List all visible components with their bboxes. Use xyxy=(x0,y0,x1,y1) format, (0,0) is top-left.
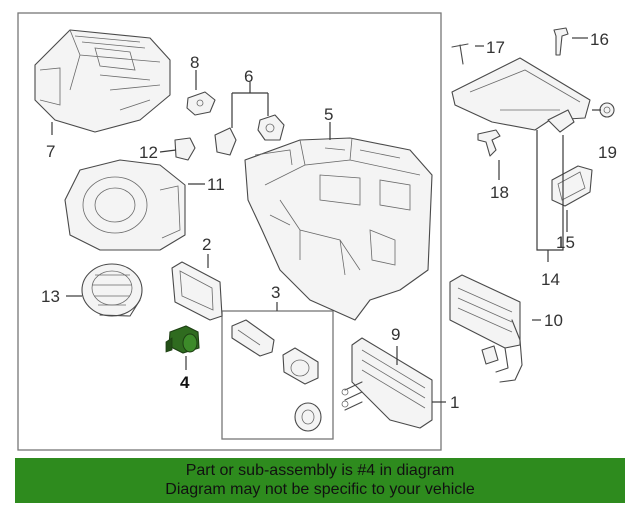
part-13-blower-motor xyxy=(81,263,143,317)
part-5-hvac-case xyxy=(244,137,433,321)
callout-5: 5 xyxy=(324,105,333,124)
part-9-heater-core xyxy=(341,337,433,429)
callout-11: 11 xyxy=(207,175,225,194)
part-12-sensor xyxy=(174,137,196,161)
callout-2: 2 xyxy=(202,235,211,254)
callout-15: 15 xyxy=(556,233,575,252)
callout-10: 10 xyxy=(544,311,563,330)
assembly-frame xyxy=(17,12,442,451)
callout-6: 6 xyxy=(244,67,253,86)
banner-line-2: Diagram may not be specific to your vehi… xyxy=(165,481,475,498)
callout-7: 7 xyxy=(46,142,55,161)
callout-18: 18 xyxy=(490,183,509,202)
part-8-actuator xyxy=(186,91,216,116)
callout-16: 16 xyxy=(590,30,609,49)
part-10-evaporator xyxy=(449,274,523,383)
part-2-seal xyxy=(171,261,223,321)
part-3-items xyxy=(231,319,322,432)
callout-labels: 7 8 6 12 5 11 2 13 3 4 9 1 17 16 19 18 1… xyxy=(41,30,617,412)
part-4-resistor xyxy=(165,325,200,354)
callout-14: 14 xyxy=(541,270,560,289)
part-17-pin xyxy=(451,43,469,65)
part-11-blower-housing xyxy=(64,159,186,251)
callout-3: 3 xyxy=(271,283,280,302)
callout-19: 19 xyxy=(598,143,617,162)
part-15-seal xyxy=(551,165,593,207)
banner-line-1: Part or sub-assembly is #4 in diagram xyxy=(185,462,455,479)
part-14-duct xyxy=(451,57,591,133)
callout-17: 17 xyxy=(486,38,505,57)
callout-4: 4 xyxy=(180,373,190,392)
callout-13: 13 xyxy=(41,287,60,306)
callout-9: 9 xyxy=(391,325,400,344)
part-6-actuators xyxy=(214,114,285,156)
part-18-clip xyxy=(477,129,501,157)
callout-1: 1 xyxy=(450,393,459,412)
part-19-grommet xyxy=(599,102,615,118)
part-16-clip xyxy=(553,27,569,56)
leader-lines xyxy=(51,37,601,403)
callout-8: 8 xyxy=(190,53,199,72)
callout-12: 12 xyxy=(139,143,158,162)
info-banner: Part or sub-assembly is #4 in diagram Di… xyxy=(15,458,625,503)
part-7-duct xyxy=(34,29,171,133)
